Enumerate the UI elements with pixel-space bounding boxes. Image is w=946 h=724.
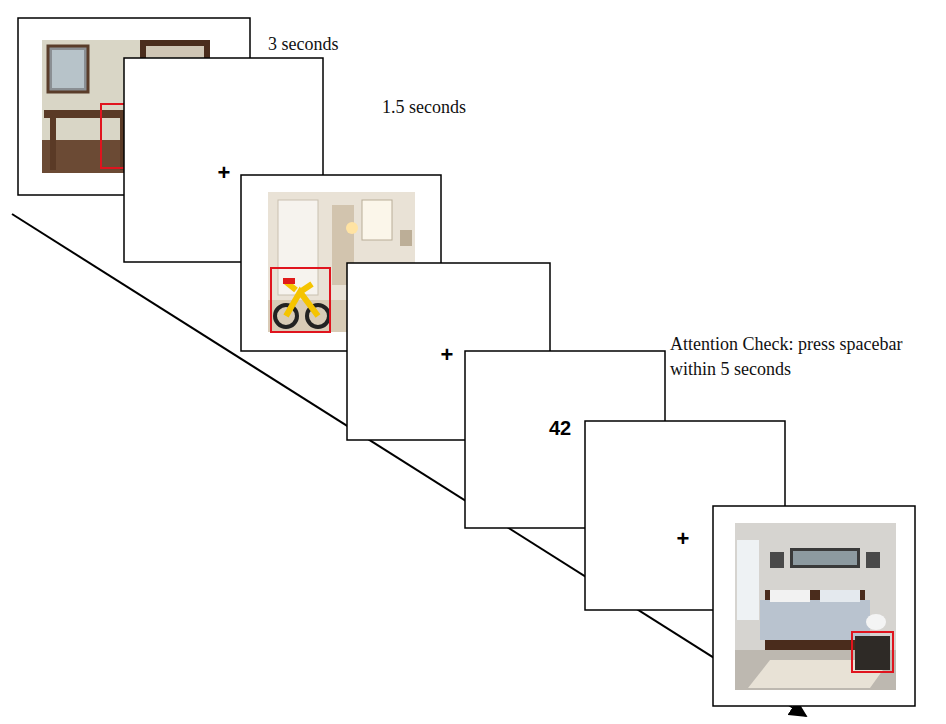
scene-frame — [713, 506, 915, 706]
timing-note: Attention Check: press spacebar within 5… — [670, 332, 910, 382]
fixation-cross: + — [677, 528, 690, 550]
fixation-cross: + — [218, 162, 231, 184]
attention-number: 42 — [549, 418, 571, 438]
stimulus-frame: 42 — [465, 351, 665, 528]
fixation-cross: + — [441, 344, 454, 366]
time-arrow — [12, 214, 806, 716]
stimulus-frame: + — [124, 58, 323, 262]
stimulus-frame: + — [347, 263, 550, 440]
timing-note: 3 seconds — [268, 32, 418, 57]
stimulus-frame: + — [585, 421, 785, 610]
timing-note: 1.5 seconds — [382, 95, 532, 120]
